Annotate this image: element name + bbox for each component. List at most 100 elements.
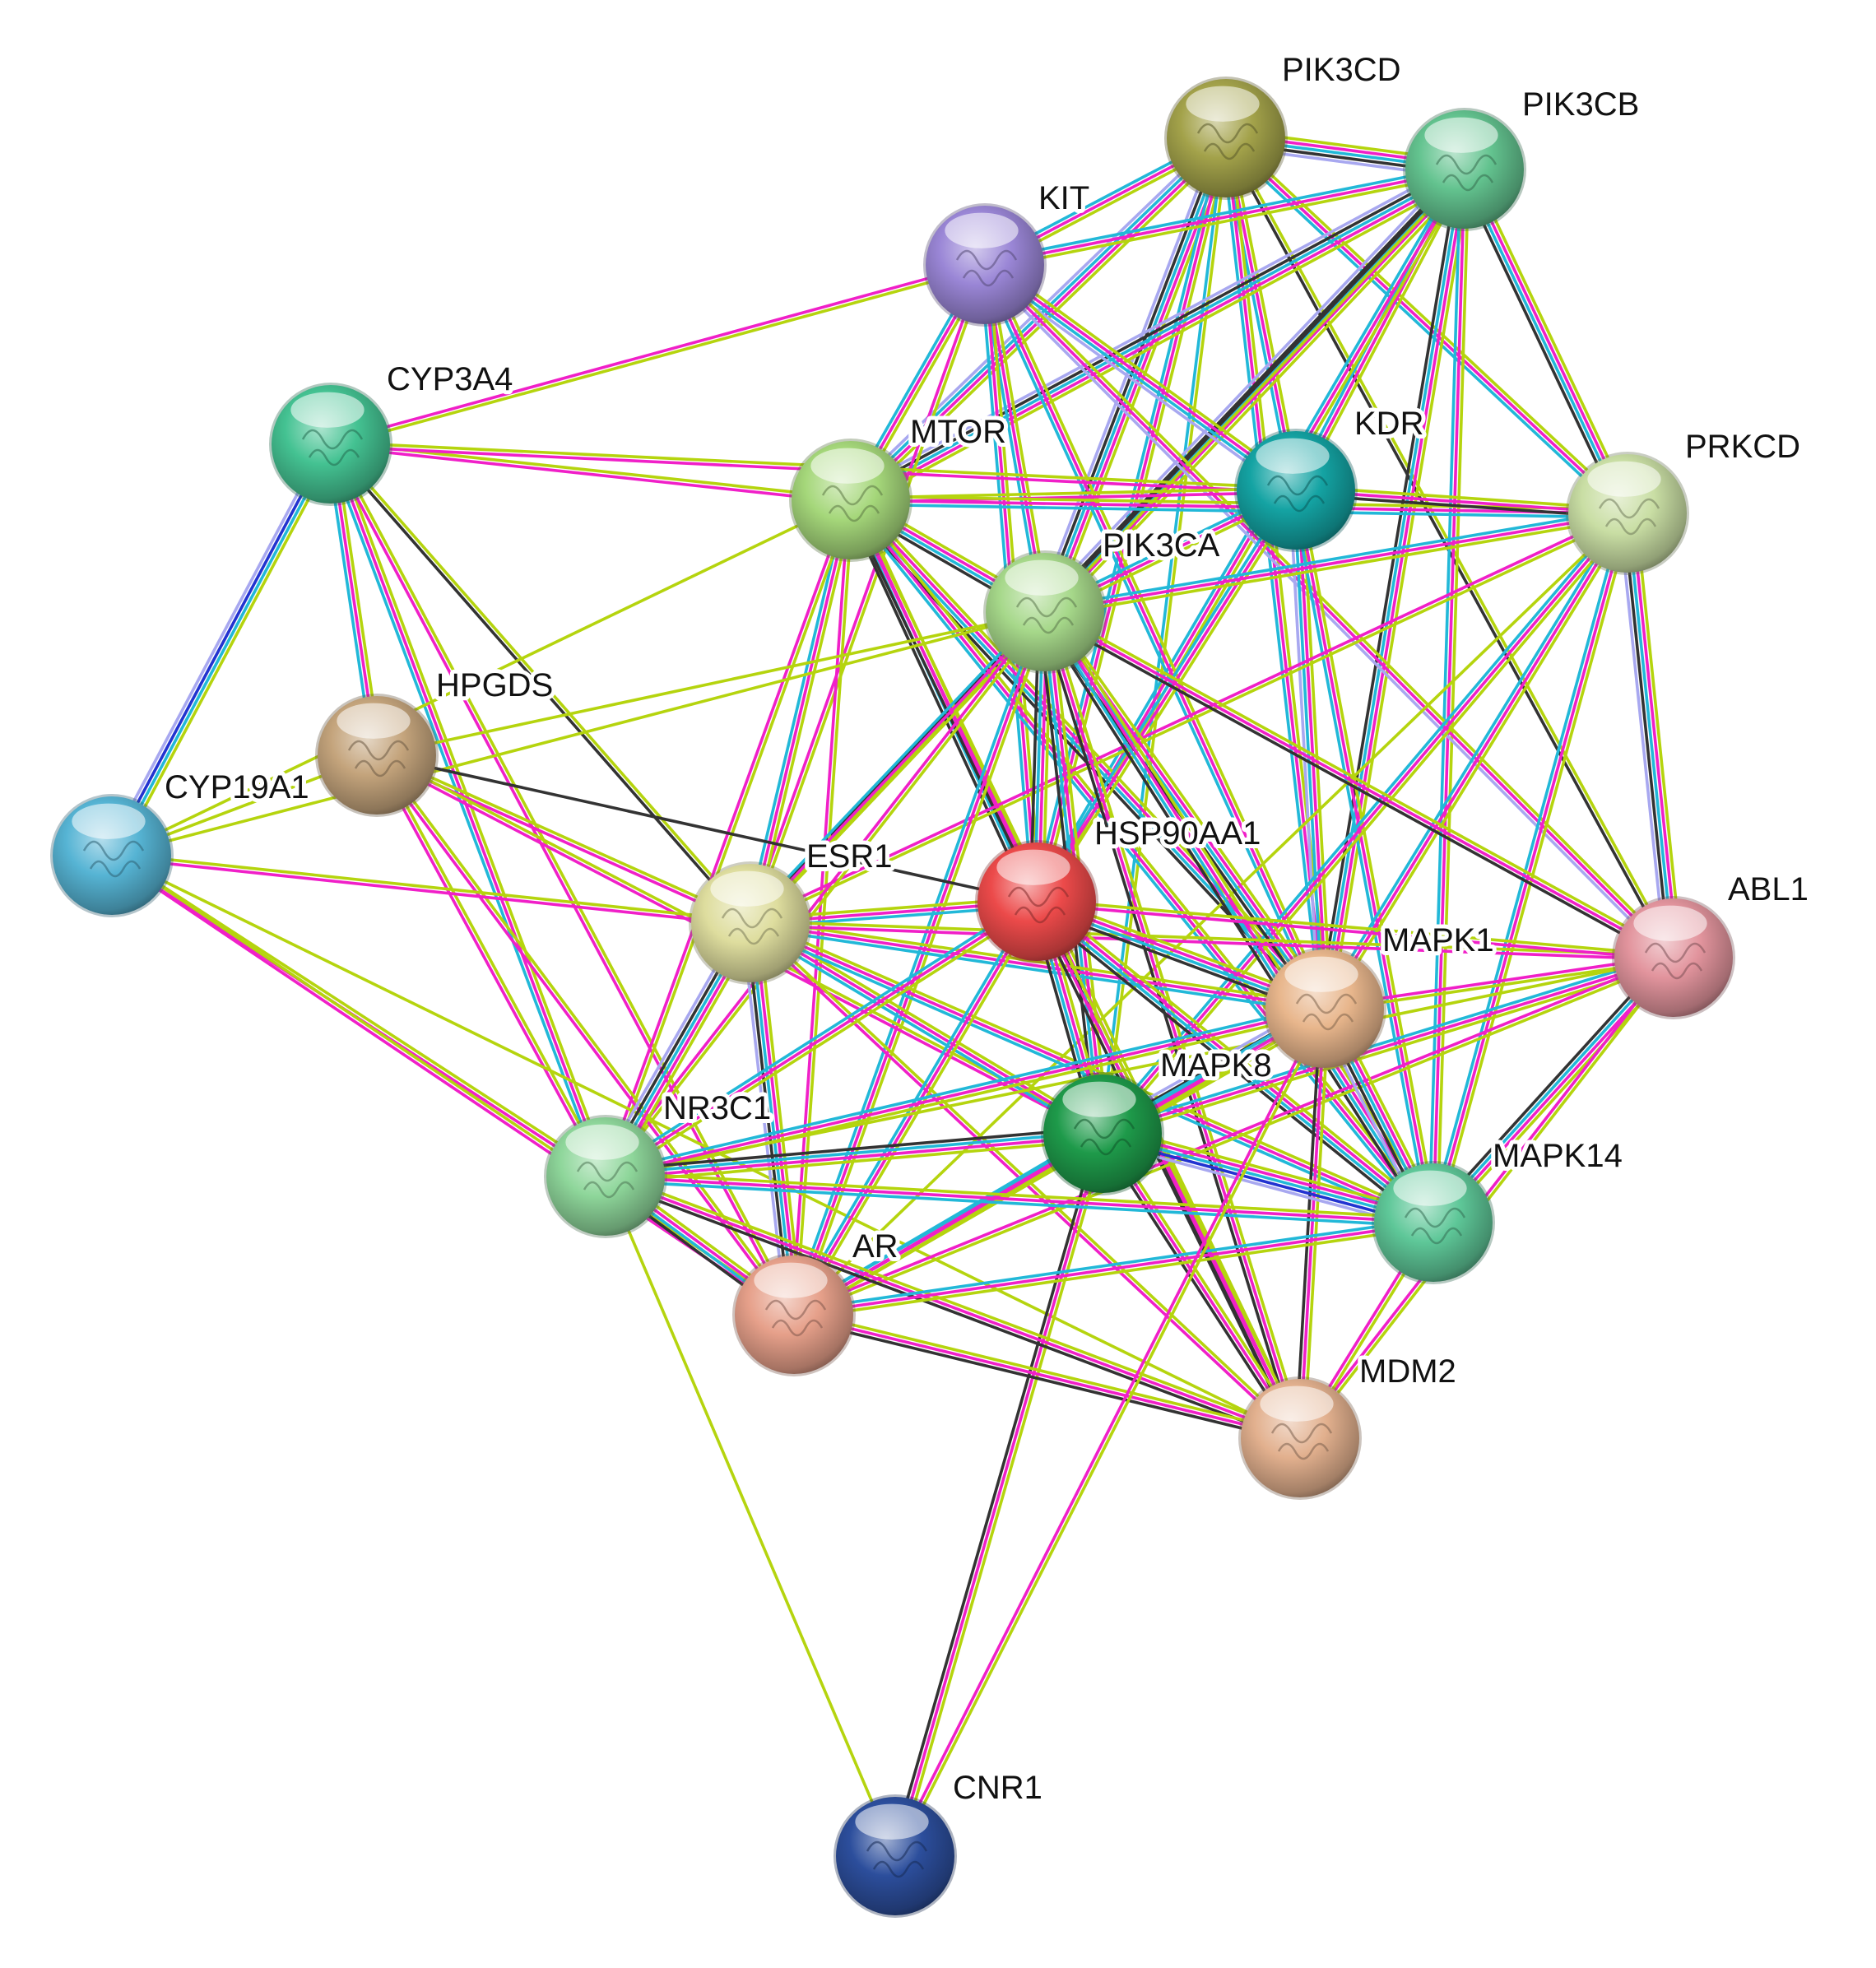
edge-mapk1-cnr1[interactable] <box>892 1007 1328 1858</box>
edge-pik3ca-hpgds[interactable] <box>376 610 1046 757</box>
edge-mapk8-ar[interactable] <box>791 1129 1106 1320</box>
edge-pik3ca-abl1[interactable] <box>1042 607 1677 963</box>
edge-strand-experiments <box>1630 513 1679 958</box>
edge-strand-coexpression <box>1031 903 1298 1441</box>
edge-nr3c1-cnr1[interactable] <box>604 1176 897 1857</box>
edge-abl1-ar[interactable] <box>792 954 1675 1318</box>
edge-strand-textmining <box>1104 1130 1305 1437</box>
edge-strand-databases <box>1430 955 1674 1223</box>
edge-mapk8-cnr1[interactable] <box>889 1132 1108 1858</box>
edge-pik3cb-kit[interactable] <box>983 164 1466 271</box>
edge-pik3cb-mtor[interactable] <box>846 160 1470 509</box>
node-hpgds[interactable]: HPGDS <box>315 663 557 817</box>
edge-kit-abl1[interactable] <box>981 261 1678 962</box>
edge-mapk14-ar[interactable] <box>793 1217 1434 1321</box>
edge-strand-textmining <box>796 613 1051 1317</box>
node-pik3cb[interactable]: PIK3CB <box>1403 82 1643 231</box>
edge-nr3c1-mdm2[interactable] <box>603 1171 1303 1444</box>
edge-prkcd-mapk14[interactable] <box>1428 512 1633 1224</box>
edge-strand-experiments <box>750 923 1674 962</box>
edge-mtor-ar[interactable] <box>790 499 855 1316</box>
node-kit[interactable]: KIT <box>923 176 1094 327</box>
edge-pik3cb-prkcd[interactable] <box>1457 166 1635 517</box>
edge-strand-experiments <box>792 954 1674 1315</box>
edge-strand-experiments <box>983 264 1326 1010</box>
edge-kit-esr1[interactable] <box>746 263 989 925</box>
edge-strand-experiments <box>1325 169 1469 1010</box>
node-prkcd[interactable]: PRKCD <box>1566 425 1804 575</box>
node-highlight <box>1284 956 1358 992</box>
edge-strand-experiments <box>605 1175 1434 1224</box>
node-nr3c1[interactable]: NR3C1 <box>544 1086 775 1238</box>
edge-esr1-mapk1[interactable] <box>749 917 1326 1014</box>
edge-hsp90aa1-abl1[interactable] <box>1036 898 1674 962</box>
edge-strand-databases <box>1043 508 1628 610</box>
edge-strand-textmining <box>112 852 608 1177</box>
node-pik3cd[interactable]: PIK3CD <box>1164 48 1405 200</box>
edge-hpgds-hsp90aa1[interactable] <box>376 754 1038 903</box>
protein-structure-icon <box>1266 475 1329 513</box>
edge-hpgds-nr3c1[interactable] <box>374 753 609 1179</box>
node-highlight <box>1186 86 1260 122</box>
edge-hsp90aa1-nr3c1[interactable] <box>602 897 1040 1181</box>
edge-kdr-mapk14[interactable] <box>1290 489 1439 1224</box>
node-abl1[interactable]: ABL1 <box>1612 867 1813 1019</box>
edge-strand-experiments <box>1298 1008 1326 1439</box>
node-mapk8[interactable]: MAPK8 <box>1041 1043 1276 1195</box>
edge-pik3cb-mapk1[interactable] <box>1316 168 1473 1010</box>
edge-prkcd-pik3ca[interactable] <box>1043 508 1629 618</box>
edge-kit-cyp3a4[interactable] <box>329 261 987 448</box>
node-highlight <box>1424 117 1498 153</box>
node-pik3ca[interactable]: PIK3CA <box>983 523 1224 674</box>
edge-pik3ca-cyp19a1[interactable] <box>111 610 1046 857</box>
node-esr1[interactable]: ESR1 <box>689 834 897 985</box>
node-hsp90aa1[interactable]: HSP90AA1 <box>975 811 1265 963</box>
edge-strand-coexpression <box>327 444 750 926</box>
node-label: CYP3A4 <box>387 361 513 397</box>
edge-strand-textmining <box>1298 489 1439 1223</box>
edge-abl1-mapk8[interactable] <box>1100 952 1676 1139</box>
edge-mapk8-mdm2[interactable] <box>1098 1130 1305 1441</box>
protein-structure-icon <box>576 1161 638 1199</box>
node-mdm2[interactable]: MDM2 <box>1238 1349 1460 1500</box>
edge-prkcd-esr1[interactable] <box>749 510 1629 926</box>
edge-strand-experiments <box>1044 512 1628 614</box>
node-cyp3a4[interactable]: CYP3A4 <box>269 357 517 506</box>
edge-mapk8-nr3c1[interactable] <box>605 1126 1103 1185</box>
node-kdr[interactable]: KDR <box>1234 401 1428 552</box>
edge-strand-databases <box>1292 490 1325 1010</box>
edge-hsp90aa1-mdm2[interactable] <box>1031 899 1306 1441</box>
edge-mtor-mapk14[interactable] <box>846 496 1438 1227</box>
edge-ar-mdm2[interactable] <box>792 1309 1302 1444</box>
protein-structure-icon <box>1598 498 1660 536</box>
edge-prkcd-abl1[interactable] <box>1618 512 1683 959</box>
edge-strand-experiments <box>749 510 1628 923</box>
edge-cyp3a4-cyp19a1[interactable] <box>104 440 338 860</box>
edge-nr3c1-mapk14[interactable] <box>605 1171 1434 1228</box>
edge-cyp19a1-mdm2[interactable] <box>111 854 1301 1440</box>
edge-strand-coexpression <box>1098 1135 1298 1441</box>
edge-kit-mapk1[interactable] <box>979 262 1330 1011</box>
edge-mapk1-mdm2[interactable] <box>1294 1008 1330 1439</box>
edge-cyp3a4-nr3c1[interactable] <box>325 442 611 1179</box>
protein-structure-icon <box>301 429 364 466</box>
edge-mtor-cyp19a1[interactable] <box>111 499 852 857</box>
node-mapk14[interactable]: MAPK14 <box>1372 1134 1627 1284</box>
edge-pik3ca-ar[interactable] <box>788 610 1051 1317</box>
edge-pik3ca-nr3c1[interactable] <box>602 610 1048 1179</box>
edge-mtor-nr3c1[interactable] <box>601 499 855 1178</box>
edge-mtor-esr1[interactable] <box>745 499 857 925</box>
node-ar[interactable]: AR <box>732 1224 903 1376</box>
edge-strand-coexpression <box>847 165 1464 499</box>
edge-pik3cb-mapk14[interactable] <box>1428 169 1470 1223</box>
edge-hpgds-ar[interactable] <box>374 753 797 1317</box>
edge-esr1-abl1[interactable] <box>750 919 1674 962</box>
node-cnr1[interactable]: CNR1 <box>834 1766 1047 1918</box>
edge-cyp3a4-esr1[interactable] <box>327 442 754 926</box>
node-mtor[interactable]: MTOR <box>789 410 1010 562</box>
node-cyp19a1[interactable]: CYP19A1 <box>50 765 313 917</box>
node-mapk1[interactable]: MAPK1 <box>1263 918 1498 1070</box>
edge-cyp19a1-esr1[interactable] <box>111 852 751 927</box>
edge-mapk1-nr3c1[interactable] <box>604 1003 1326 1182</box>
